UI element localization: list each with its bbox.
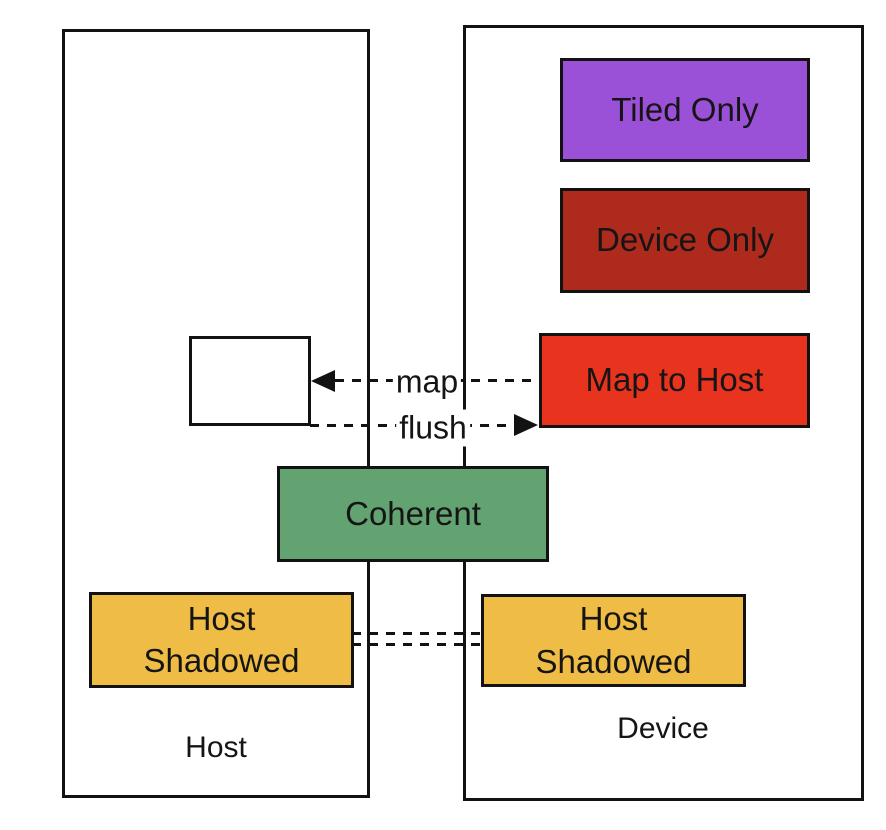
- host-caption: Host: [185, 731, 247, 764]
- host-shadowed-host-side-label: Host Shadowed: [143, 599, 300, 679]
- host-shadowed-device-side-label: Host Shadowed: [535, 600, 692, 680]
- tiled-only-label: Tiled Only: [611, 90, 759, 128]
- map-arrow-label: map: [392, 363, 462, 401]
- map-arrowhead-icon: [311, 370, 335, 392]
- coherent-box: Coherent: [277, 466, 549, 562]
- device-only-label: Device Only: [596, 221, 774, 259]
- device-caption: Device: [617, 712, 709, 745]
- tiled-only-box: Tiled Only: [560, 58, 810, 162]
- coherent-label: Coherent: [345, 494, 481, 532]
- flush-arrowhead-icon: [514, 414, 538, 436]
- host-shadowed-box-host-side: Host Shadowed: [89, 592, 354, 688]
- flush-arrow-label: flush: [396, 409, 470, 447]
- device-only-box: Device Only: [560, 188, 810, 293]
- map-to-host-box: Map to Host: [539, 333, 810, 428]
- host-shadowed-box-device-side: Host Shadowed: [481, 594, 746, 687]
- map-to-host-label: Map to Host: [585, 361, 764, 399]
- host-mapped-region-box: [189, 336, 311, 426]
- shadowed-link-line-top: [352, 632, 482, 635]
- shadowed-link-line-bottom: [352, 643, 482, 646]
- host-container: [62, 29, 370, 798]
